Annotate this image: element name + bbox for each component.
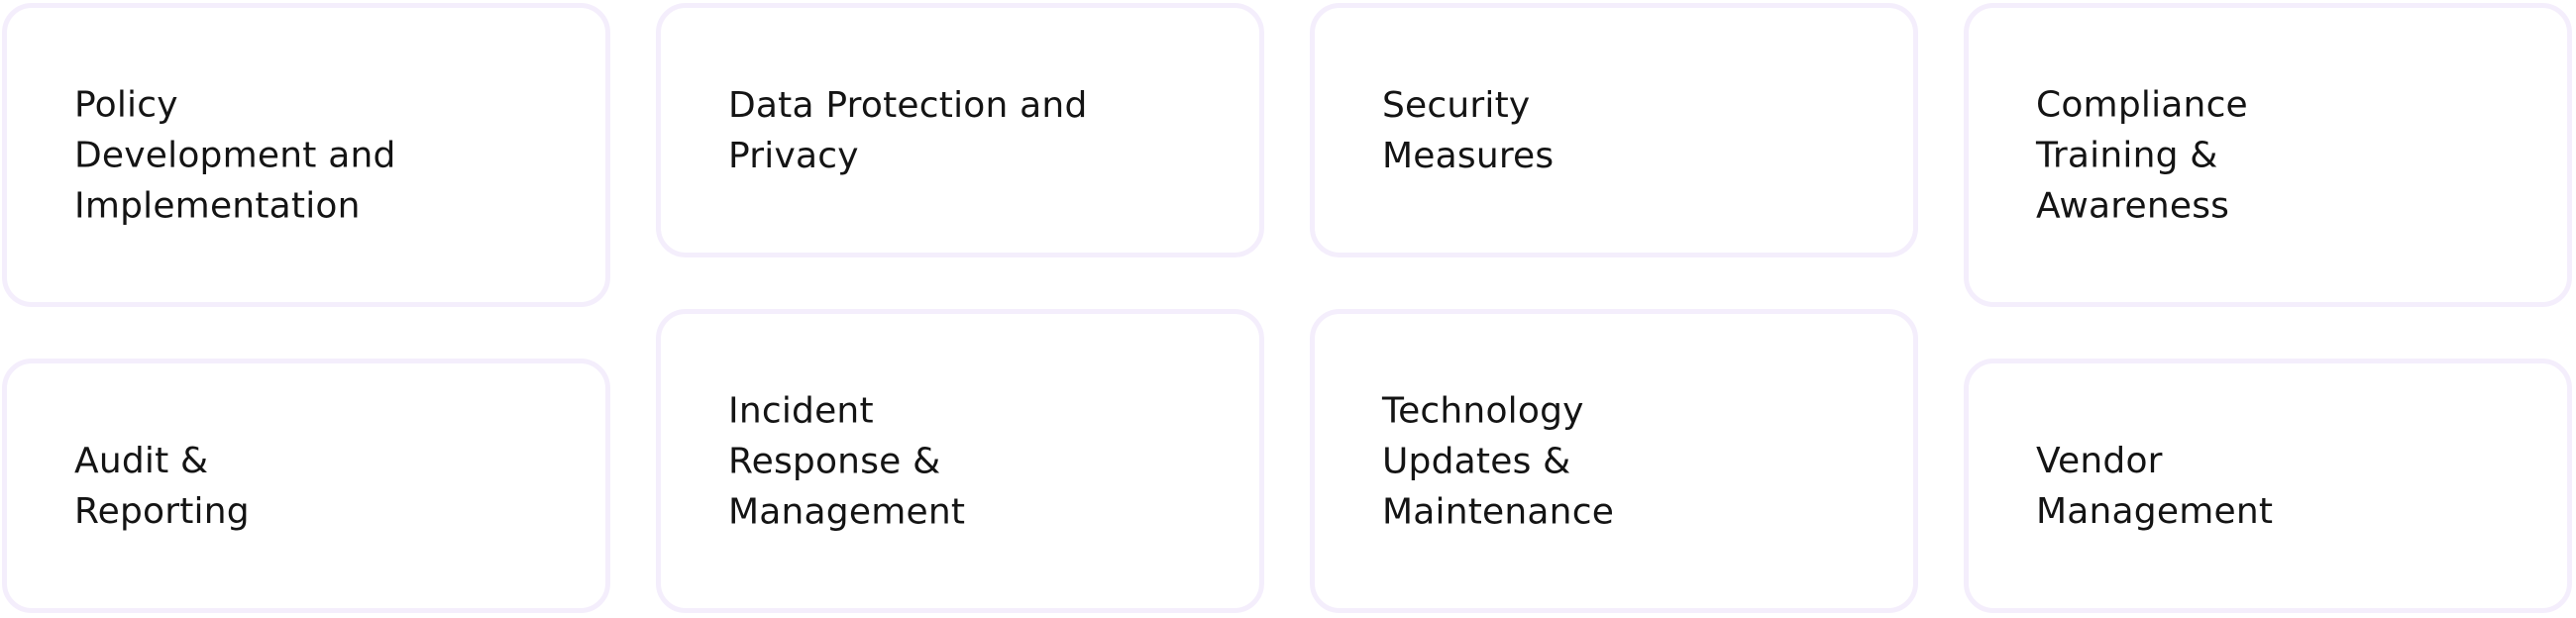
card-label: Security Measures (1382, 84, 1555, 176)
card-label: Technology Updates & Maintenance (1382, 390, 1615, 532)
card-technology-updates[interactable]: Technology Updates & Maintenance (1310, 309, 1918, 613)
card-data-protection[interactable]: Data Protection and Privacy (656, 3, 1264, 258)
card-incident-response[interactable]: Incident Response & Management (656, 309, 1264, 613)
card-label: Data Protection and Privacy (728, 84, 1088, 176)
card-audit-reporting[interactable]: Audit & Reporting (2, 359, 610, 613)
card-label: Audit & Reporting (74, 440, 250, 532)
card-vendor-management[interactable]: Vendor Management (1964, 359, 2572, 613)
card-label: Incident Response & Management (728, 390, 966, 532)
card-policy-development[interactable]: Policy Development and Implementation (2, 3, 610, 307)
card-label: Vendor Management (2036, 440, 2274, 532)
card-security-measures[interactable]: Security Measures (1310, 3, 1918, 258)
card-label: Compliance Training & Awareness (2036, 84, 2248, 226)
card-label: Policy Development and Implementation (74, 84, 396, 226)
card-compliance-training[interactable]: Compliance Training & Awareness (1964, 3, 2572, 307)
